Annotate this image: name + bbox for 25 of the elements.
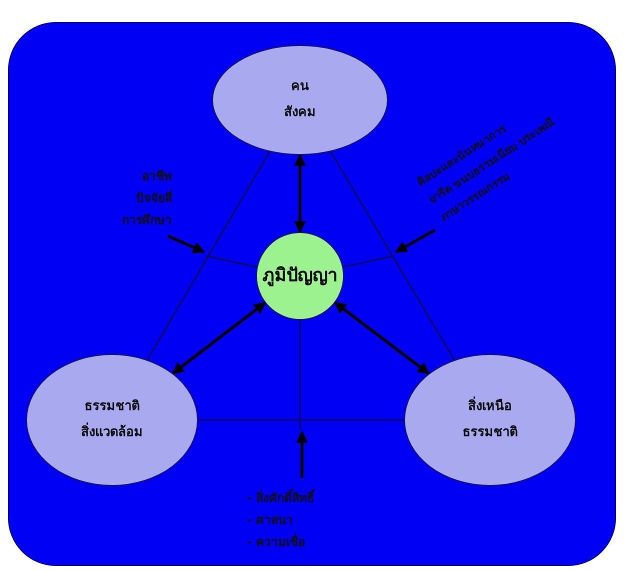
connector-line bbox=[330, 151, 455, 360]
arrow bbox=[294, 154, 306, 234]
connector-line bbox=[198, 419, 404, 421]
node-label: สิ่งแวดล้อม bbox=[81, 424, 143, 442]
connector-line bbox=[206, 255, 258, 268]
node-label: สิ่งเหนือ bbox=[468, 398, 512, 416]
arrow bbox=[167, 234, 206, 254]
node-label: สังคม bbox=[284, 104, 316, 122]
note-text: - ความเชื่อ bbox=[247, 534, 306, 551]
arrow bbox=[394, 228, 436, 254]
arrow bbox=[334, 301, 430, 375]
note-text: - สิ่งศักดิ์สิทธิ์ bbox=[247, 490, 314, 506]
connector-line bbox=[342, 255, 394, 268]
connector-line bbox=[146, 151, 270, 360]
node-label: คน bbox=[291, 78, 309, 96]
node-label: ธรรมชาติ bbox=[462, 424, 518, 442]
node-label: ธรรมชาติ bbox=[84, 398, 140, 416]
arrow bbox=[296, 430, 308, 478]
connector-line bbox=[299, 320, 301, 430]
note-text: ปัจจัยสี่ bbox=[136, 190, 172, 206]
note-text: การศึกษา bbox=[122, 212, 172, 229]
arrow bbox=[172, 302, 266, 375]
note-text: - ศาสนา bbox=[247, 512, 294, 528]
note-text: อาชีพ bbox=[142, 168, 172, 184]
node-label: ภูมิปัญญา bbox=[262, 264, 338, 288]
